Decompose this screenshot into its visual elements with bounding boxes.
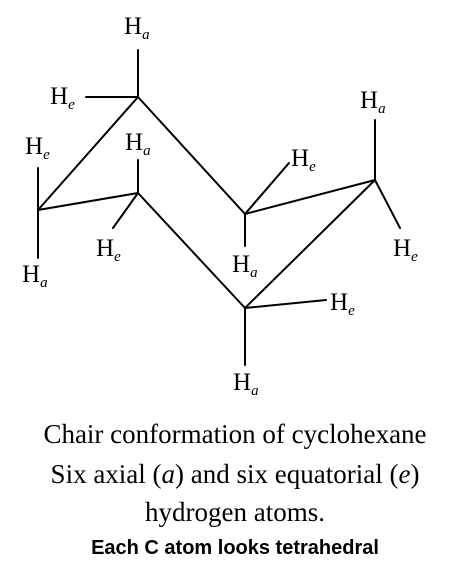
ring-bonds	[37, 96, 376, 309]
equatorial-hydrogen-label: He	[330, 289, 355, 319]
ring-bond	[137, 192, 246, 309]
equatorial-hydrogen-label: He	[25, 133, 50, 163]
equatorial-hydrogen-label: He	[393, 235, 418, 265]
equatorial-hydrogen-label: He	[291, 145, 316, 175]
caption-line-2: Six axial (a) and six equatorial (e)	[0, 458, 470, 490]
axial-hydrogen-label: Ha	[125, 129, 151, 159]
caption-text: )	[410, 459, 420, 489]
caption-text: Six axial (	[50, 459, 162, 489]
caption-title: Chair conformation of cyclohexane	[43, 419, 427, 449]
caption-line-4: Each C atom looks tetrahedral	[0, 537, 470, 560]
caption-text: ) and six equatorial (	[175, 459, 399, 489]
equatorial-symbol: e	[398, 459, 411, 489]
ring-bond	[37, 96, 139, 211]
ring-bond	[37, 192, 139, 211]
axial-hydrogen-label: Ha	[22, 261, 48, 291]
ring-bond	[244, 179, 376, 309]
chair-conformation-diagram: Ha Ha Ha Ha Ha Ha He He He He He He	[22, 13, 418, 399]
ring-bond	[137, 96, 246, 215]
equatorial-hydrogen-label: He	[96, 235, 121, 265]
ring-bond	[244, 179, 376, 215]
equatorial-bond	[374, 179, 401, 229]
axial-hydrogen-label: Ha	[360, 87, 386, 117]
axial-symbol: a	[161, 459, 176, 489]
equatorial-bond	[244, 162, 290, 215]
ch-bonds	[37, 49, 401, 366]
caption-line-1: Chair conformation of cyclohexane	[0, 418, 470, 450]
equatorial-bond	[112, 192, 139, 229]
equatorial-hydrogen-label: He	[50, 83, 75, 113]
axial-hydrogen-label: Ha	[233, 369, 259, 399]
caption-text: hydrogen atoms.	[145, 497, 325, 527]
equatorial-bond	[244, 299, 327, 309]
axial-hydrogen-label: Ha	[124, 13, 150, 43]
axial-hydrogen-label: Ha	[232, 251, 258, 281]
hydrogen-labels: Ha Ha Ha Ha Ha Ha He He He He He He	[22, 13, 418, 399]
caption-note: Each C atom looks tetrahedral	[91, 537, 379, 559]
caption-line-3: hydrogen atoms.	[0, 496, 470, 528]
